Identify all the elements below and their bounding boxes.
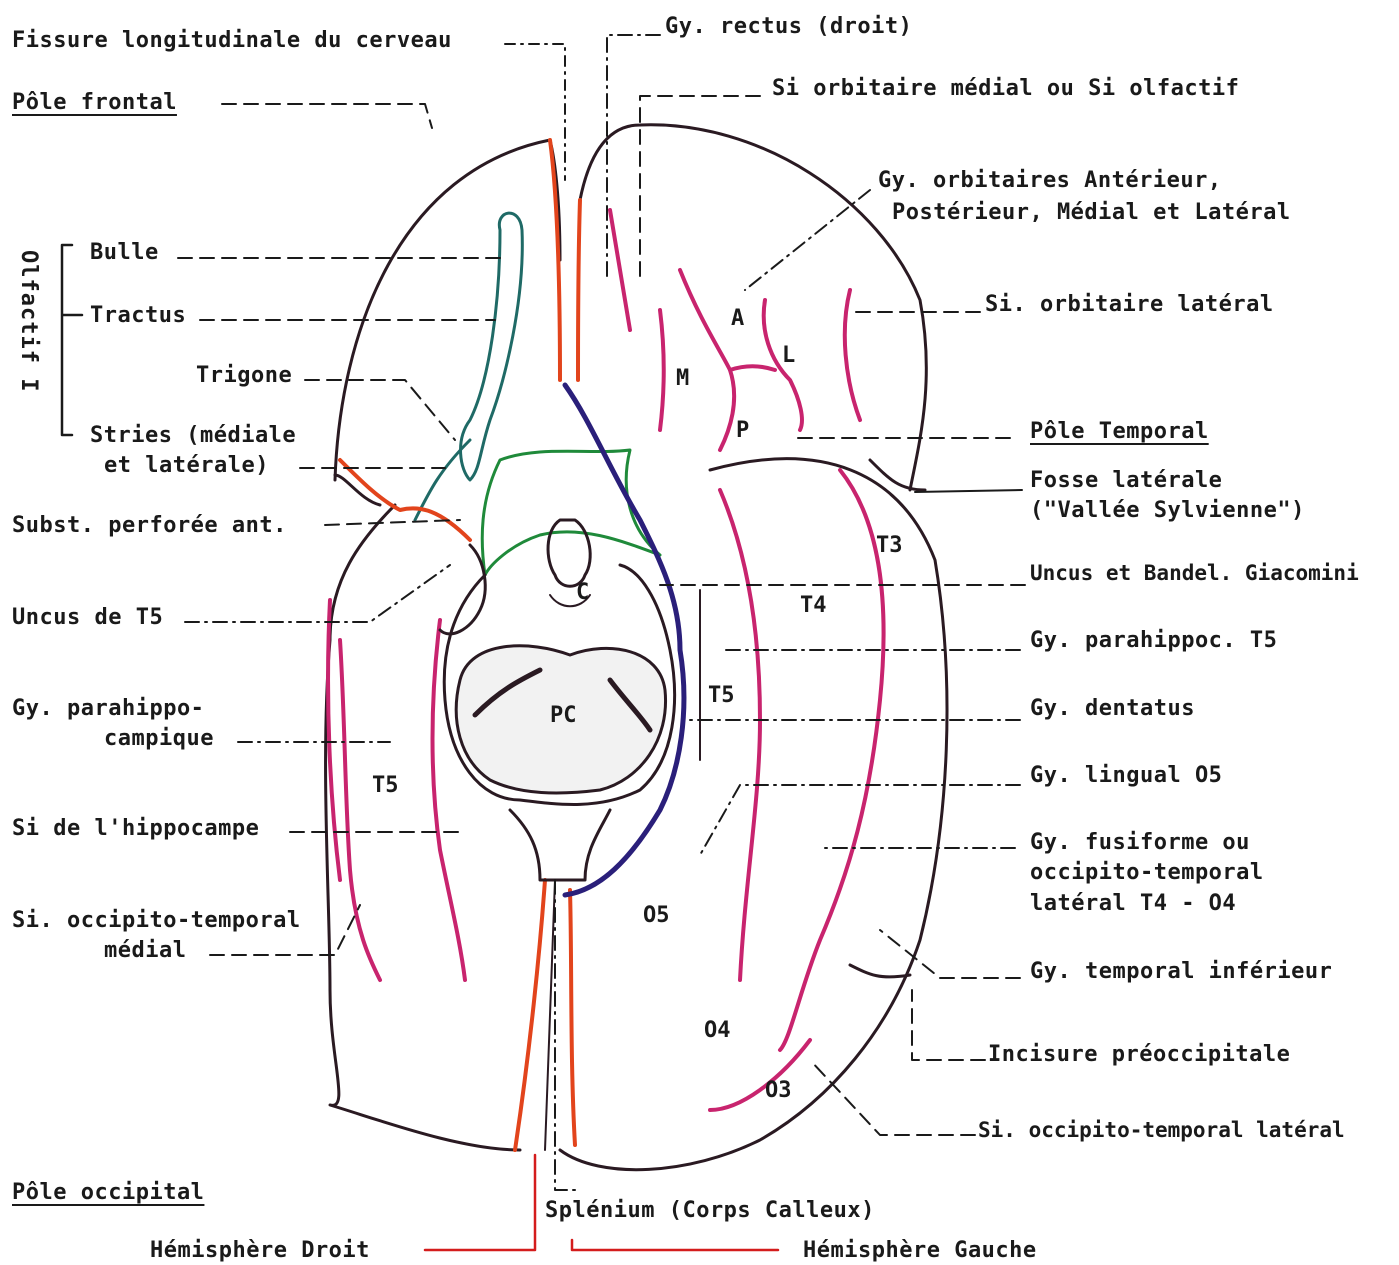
label-uncus-bandelette: Uncus et Bandel. Giacomini <box>1030 563 1359 584</box>
label-fissure-longitudinale: Fissure longitudinale du cerveau <box>12 30 452 52</box>
label-gy-temporal-inferieur: Gy. temporal inférieur <box>1030 961 1332 983</box>
midline-dark-left <box>545 880 555 1150</box>
left-hemisphere-temporal-outline <box>326 505 520 1150</box>
gy-orb-line-4 <box>660 310 664 430</box>
mark-t5-right: T5 <box>708 685 735 707</box>
midline-orange-occipital-right <box>570 890 575 1145</box>
label-gy-fusiforme-2: occipito-temporal <box>1030 862 1264 884</box>
label-fosse-laterale-2: ("Vallée Sylvienne") <box>1030 500 1305 522</box>
incisure-preoccipitale-notch <box>850 965 910 977</box>
gy-orb-line-3 <box>730 366 775 370</box>
label-gy-fusiforme-3: latéral T4 - O4 <box>1030 893 1236 915</box>
mark-t4: T4 <box>800 595 827 617</box>
leader-gy-temp-inf <box>880 930 1020 978</box>
label-gy-dentatus: Gy. dentatus <box>1030 698 1195 720</box>
mark-t3: T3 <box>876 535 903 557</box>
leader-pole-frontal <box>222 104 432 128</box>
mark-o5: O5 <box>643 905 670 927</box>
label-gy-lingual: Gy. lingual O5 <box>1030 765 1222 787</box>
mark-pc: PC <box>550 705 577 727</box>
mark-p: P <box>736 420 749 442</box>
leader-uncus-t5 <box>185 565 450 622</box>
leader-subst-perf <box>325 520 460 525</box>
gy-orb-line-1 <box>680 270 734 450</box>
mark-m: M <box>676 368 689 390</box>
label-stries-1: Stries (médiale <box>90 425 296 447</box>
label-hemisphere-droit: Hémisphère Droit <box>150 1240 370 1262</box>
leader-incisure <box>912 990 985 1060</box>
leader-si-occ-lat <box>810 1060 975 1135</box>
leader-fosse <box>915 490 1022 492</box>
label-hemisphere-gauche: Hémisphère Gauche <box>803 1240 1037 1262</box>
label-tractus: Tractus <box>90 305 186 327</box>
mark-o4: O4 <box>704 1020 731 1042</box>
left-temporal-magenta-inner <box>433 620 466 980</box>
label-gy-parahippo-1: Gy. parahippo- <box>12 698 204 720</box>
label-fosse-laterale-1: Fosse latérale <box>1030 470 1222 492</box>
label-si-orbitaire-lateral: Si. orbitaire latéral <box>985 294 1274 316</box>
right-collateral-magenta <box>710 1040 810 1110</box>
label-splenium: Splénium (Corps Calleux) <box>545 1200 875 1222</box>
left-hemisphere-frontal-outline <box>335 140 560 480</box>
right-hemisphere-frontal-outline <box>580 125 926 490</box>
fissure-orange-right <box>578 200 580 380</box>
purple-uncus-line <box>565 385 684 895</box>
label-trigone: Trigone <box>196 365 292 387</box>
mark-t5-left: T5 <box>372 775 399 797</box>
label-pole-frontal: Pôle frontal <box>12 92 177 114</box>
label-si-occipito-temporal-lateral: Si. occipito-temporal latéral <box>978 1120 1345 1141</box>
label-pole-temporal: Pôle Temporal <box>1030 421 1209 443</box>
mark-a: A <box>731 308 744 330</box>
olfactif-bracket <box>62 245 82 435</box>
label-si-orbitaire-medial: Si orbitaire médial ou Si olfactif <box>772 78 1239 100</box>
left-uncus-outline <box>440 545 485 634</box>
label-pole-occipital: Pôle occipital <box>12 1182 204 1204</box>
label-si-hippocampe: Si de l'hippocampe <box>12 818 259 840</box>
label-gy-orbitaires-2: Postérieur, Médial et Latéral <box>892 202 1291 224</box>
label-stries-2: et latérale) <box>104 455 269 477</box>
label-gy-parahippoc-t5: Gy. parahippoc. T5 <box>1030 630 1277 652</box>
label-gy-parahippo-2: campique <box>104 728 214 750</box>
medulla-outline <box>510 810 610 880</box>
chiasma-outline <box>548 520 590 586</box>
mark-c: C <box>576 582 589 604</box>
fissure-orange-left <box>550 140 560 380</box>
label-gy-orbitaires-1: Gy. orbitaires Antérieur, <box>878 170 1222 192</box>
right-gy-fusiforme-magenta <box>720 490 760 980</box>
label-uncus-t5: Uncus de T5 <box>12 607 163 629</box>
left-orange-uncus <box>340 460 470 540</box>
label-bulle: Bulle <box>90 242 159 264</box>
label-gy-rectus: Gy. rectus (droit) <box>665 16 912 38</box>
midline-orange-occipital-left <box>515 880 545 1150</box>
mark-l: L <box>782 345 795 367</box>
si-orbitaire-lateral-line <box>845 290 860 420</box>
label-incisure-preoccipitale: Incisure préoccipitale <box>988 1044 1290 1066</box>
leader-trigone <box>305 380 455 440</box>
hemisphere-droit-bracket <box>425 1155 535 1250</box>
mark-o3: O3 <box>765 1080 792 1102</box>
label-subst-perforee: Subst. perforée ant. <box>12 515 287 537</box>
si-orbitaire-medial <box>610 210 630 330</box>
left-si-hippocampe-magenta <box>340 640 380 980</box>
label-gy-fusiforme-1: Gy. fusiforme ou <box>1030 832 1250 854</box>
leader-fissure <box>505 44 565 180</box>
right-si-occ-lateral-magenta <box>780 470 884 1050</box>
label-olfactif: Olfactif I <box>16 250 41 392</box>
label-si-occipito-temporal-medial-2: médial <box>104 940 186 962</box>
label-si-occipito-temporal-medial-1: Si. occipito-temporal <box>12 910 301 932</box>
hemisphere-gauche-bracket <box>572 1240 778 1250</box>
